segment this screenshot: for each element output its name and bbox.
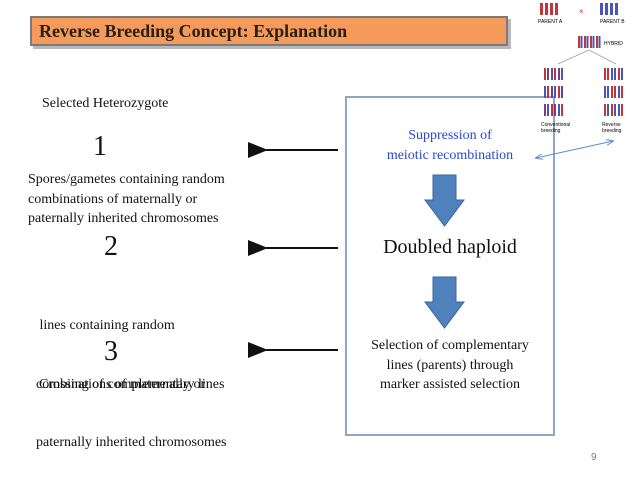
conventional-label-2: breeding: [541, 128, 561, 134]
step-1-text: Spores/gametes containing random combina…: [28, 170, 225, 229]
step-2-line: paternally inherited chromosomes: [36, 435, 227, 450]
step-1-line: Spores/gametes containing random: [28, 172, 225, 187]
step-1-line: combinations of maternally or: [28, 191, 198, 207]
selection-line: Selection of complementary: [371, 338, 529, 353]
connector-arrow: [536, 141, 613, 158]
reverse-chromosomes: [604, 68, 623, 116]
process-panel: [345, 96, 555, 436]
chromosome-figure: PARENT A × PARENT B HYBRID Conventional …: [538, 3, 625, 134]
parent-b-chromosomes: [600, 3, 618, 15]
step-2-line: lines containing random: [36, 318, 175, 333]
step-1-line: paternally inherited chromosomes: [28, 211, 219, 226]
title-box: Reverse Breeding Concept: Explanation: [30, 16, 508, 46]
conventional-label-1: Conventional: [541, 122, 570, 128]
step-2-line: combinations of maternally or: [36, 376, 206, 392]
step-3-text: Crossing of complementary lines: [39, 375, 224, 395]
hybrid-label: HYBRID: [604, 41, 623, 47]
conventional-chromosomes: [544, 68, 563, 116]
parent-b-label: PARENT B: [600, 19, 625, 25]
reverse-label-1: Reverse: [602, 122, 621, 128]
hybrid-chromosomes: [578, 36, 601, 48]
parent-a-chromosomes: [540, 3, 558, 15]
selection-line: lines (parents) through: [386, 357, 514, 373]
reverse-label-2: breeding: [602, 128, 622, 134]
selected-heterozygote-label: Selected Heterozygote: [42, 96, 169, 111]
down-arrow-1: [424, 174, 465, 227]
cross-icon: ×: [579, 7, 584, 16]
suppression-line: Suppression of: [408, 128, 492, 143]
step-2-text: lines containing random combinations of …: [36, 277, 227, 472]
selection-text: Selection of complementary lines (parent…: [349, 336, 551, 395]
slide-title: Reverse Breeding Concept: Explanation: [39, 21, 348, 41]
step-3-number: 3: [104, 336, 118, 367]
page-number: 9: [591, 452, 597, 463]
step-1-number: 1: [93, 131, 107, 162]
step-3-line: Crossing of complementary lines: [39, 377, 225, 392]
down-arrow-2: [424, 276, 465, 329]
suppression-line: meiotic recombination: [386, 147, 514, 163]
parent-a-label: PARENT A: [538, 19, 563, 25]
doubled-haploid-text: Doubled haploid: [383, 236, 517, 258]
suppression-text: Suppression of meiotic recombination: [355, 126, 545, 165]
step-2-number: 2: [104, 231, 118, 262]
selection-line: marker assisted selection: [380, 377, 520, 392]
